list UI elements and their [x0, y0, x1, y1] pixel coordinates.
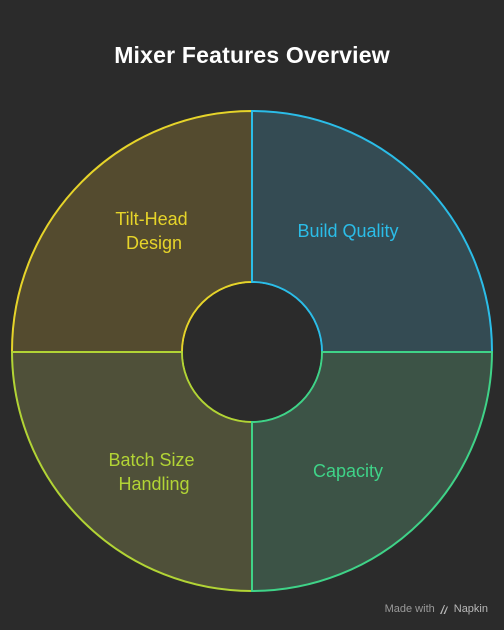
- diagram-title: Mixer Features Overview: [114, 42, 390, 68]
- napkin-logo-icon: [439, 604, 448, 614]
- segment-capacity[interactable]: [251, 351, 494, 593]
- segment-batch-size-handling[interactable]: [10, 351, 253, 593]
- label-batch-size-handling: Batch Size Handling: [108, 450, 199, 494]
- label-build-quality: Build Quality: [297, 221, 398, 241]
- footer-attribution[interactable]: Made with Napkin: [385, 603, 488, 615]
- segment-build-quality[interactable]: [251, 109, 494, 353]
- segment-tilt-head-design[interactable]: [10, 109, 253, 353]
- napkin-brand-text: Napkin: [453, 603, 488, 615]
- label-capacity: Capacity: [313, 461, 383, 481]
- center-hole: [183, 283, 321, 421]
- made-with-text: Made with: [384, 603, 435, 615]
- label-tilt-head-design: Tilt-Head Design: [115, 209, 192, 253]
